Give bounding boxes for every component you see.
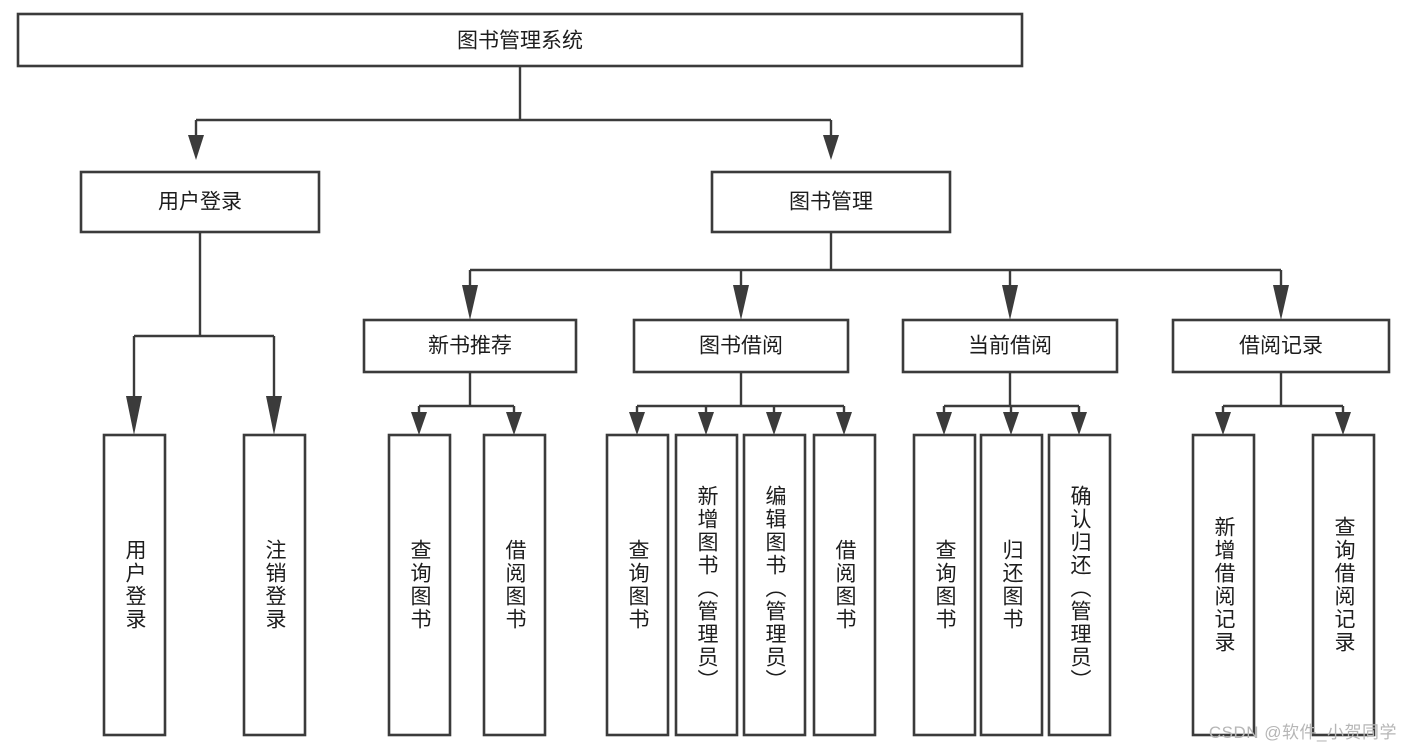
connector-user-login-to-leaves [126, 232, 282, 435]
leaf-edit-book-admin-box[interactable] [742, 433, 807, 737]
node-current-borrow[interactable]: 当前借阅 [901, 318, 1119, 374]
arrow-head-icon [411, 412, 427, 435]
connector-book-borrow-to-leaves [629, 372, 852, 435]
node-book-management-label: 图书管理 [789, 191, 873, 214]
connector-current-borrow-to-leaves [936, 372, 1087, 435]
arrow-head-icon [188, 135, 204, 160]
leaf-query-borrow-record-box[interactable] [1311, 433, 1376, 737]
arrow-head-icon [462, 285, 478, 320]
leaf-logout-box[interactable] [242, 433, 307, 737]
leaf-borrow-book-recommend-box[interactable] [482, 433, 547, 737]
node-root-box [16, 12, 1024, 68]
node-new-book-recommend-label: 新书推荐 [428, 335, 512, 358]
arrow-head-icon [629, 412, 645, 435]
csdn-watermark: CSDN @软件_小贺同学 [1208, 723, 1397, 742]
node-book-borrow-label: 图书借阅 [699, 335, 783, 358]
node-book-management[interactable]: 图书管理 [710, 170, 952, 234]
arrow-head-icon [1215, 412, 1231, 435]
leaf-confirm-return-admin-box[interactable] [1047, 433, 1112, 737]
leaf-query-book-current-box[interactable] [912, 433, 977, 737]
arrow-head-icon [126, 396, 142, 435]
leaf-borrow-book-box[interactable] [812, 433, 877, 737]
arrow-head-icon [1003, 412, 1019, 435]
node-root-label: 图书管理系统 [457, 30, 583, 53]
arrow-head-icon [823, 135, 839, 160]
leaf-query-book-recommend-box[interactable] [387, 433, 452, 737]
node-borrow-record[interactable]: 借阅记录 [1171, 318, 1391, 374]
connector-new-book-recommend-to-leaves [411, 372, 522, 435]
node-root[interactable]: 图书管理系统 [16, 12, 1024, 68]
leaf-add-borrow-record-box[interactable] [1191, 433, 1256, 737]
node-user-login-label: 用户登录 [158, 191, 242, 214]
arrow-head-icon [1273, 285, 1289, 320]
arrow-head-icon [698, 412, 714, 435]
arrow-head-icon [936, 412, 952, 435]
arrow-head-icon [836, 412, 852, 435]
leaf-add-book-admin-box[interactable] [674, 433, 739, 737]
node-book-borrow[interactable]: 图书借阅 [632, 318, 850, 374]
node-new-book-recommend-box [362, 318, 578, 374]
node-borrow-record-label: 借阅记录 [1239, 335, 1323, 358]
arrow-head-icon [266, 396, 282, 435]
node-current-borrow-box [901, 318, 1119, 374]
node-new-book-recommend[interactable]: 新书推荐 [362, 318, 578, 374]
connector-book-management-to-level3 [462, 232, 1289, 320]
connector-borrow-record-to-leaves [1215, 372, 1351, 435]
arrow-head-icon [733, 285, 749, 320]
arrow-head-icon [506, 412, 522, 435]
node-user-login-box [79, 170, 321, 234]
connector-root-to-level2 [188, 66, 839, 160]
arrow-head-icon [766, 412, 782, 435]
leaf-return-book-box[interactable] [979, 433, 1044, 737]
arrow-head-icon [1071, 412, 1087, 435]
node-user-login[interactable]: 用户登录 [79, 170, 321, 234]
leaf-user-login-box[interactable] [102, 433, 167, 737]
node-current-borrow-label: 当前借阅 [968, 335, 1052, 358]
arrow-head-icon [1335, 412, 1351, 435]
leaf-query-book-borrow-box[interactable] [605, 433, 670, 737]
arrow-head-icon [1002, 285, 1018, 320]
